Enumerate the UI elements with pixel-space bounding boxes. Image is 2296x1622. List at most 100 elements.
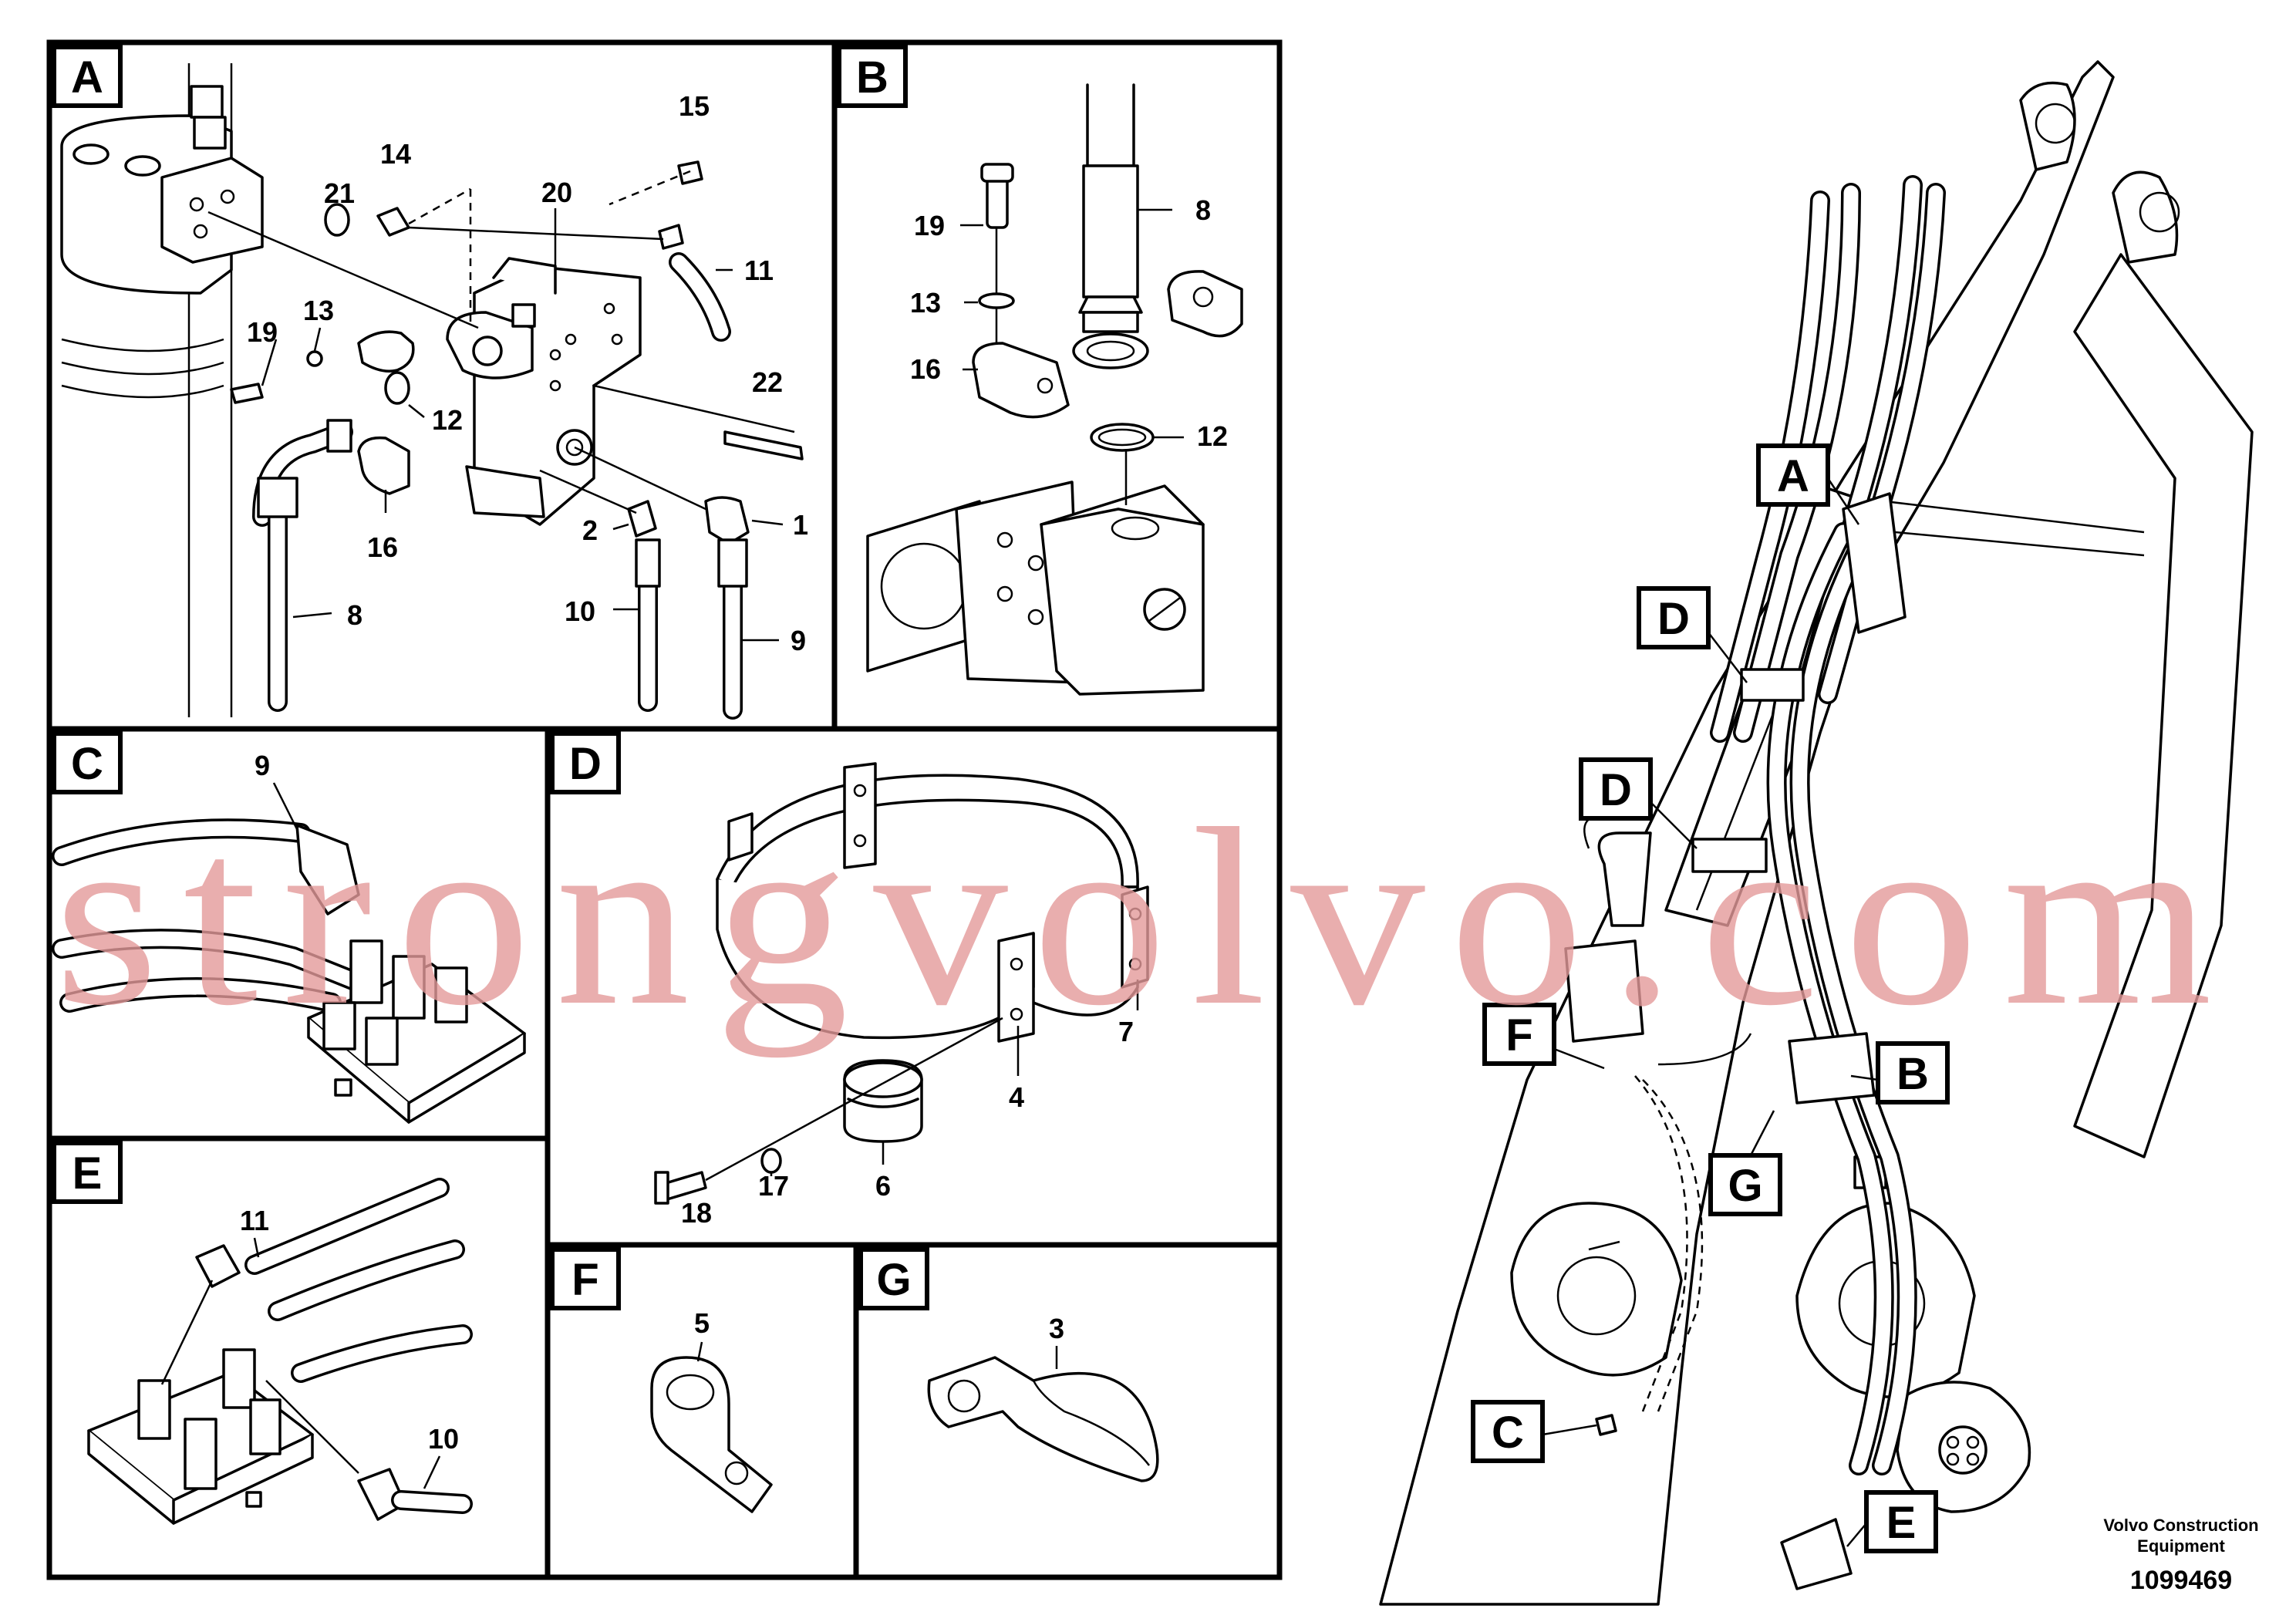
callout-b-13: 13 [910, 287, 941, 319]
panel-frames [46, 39, 1283, 1580]
callout-b-8: 8 [1195, 194, 1211, 226]
b-hose-flange-drawing [866, 83, 1243, 696]
panel-g-letter: G [876, 1255, 911, 1305]
callout-a-11: 11 [744, 255, 774, 286]
overview-tag-d1-box [1637, 586, 1711, 649]
e-leader-10b [423, 1455, 441, 1489]
callout-a-9: 9 [791, 625, 806, 656]
overview-tag-f-box [1482, 1003, 1556, 1066]
overview-tag-b-box [1876, 1041, 1950, 1104]
panel-c-letter: C [71, 739, 103, 789]
leaders-b [960, 208, 1184, 505]
callout-a-12: 12 [432, 404, 463, 436]
callout-a-8: 8 [347, 599, 362, 631]
fittings-hoses-a [230, 160, 804, 720]
panel-e-letter: E [72, 1148, 103, 1199]
panel-f-letter: F [571, 1255, 598, 1305]
overview-tag-f: F [1505, 1010, 1532, 1061]
leaders-a [207, 170, 795, 642]
e-leader-10 [265, 1380, 359, 1474]
panel-a-letter-box [52, 45, 123, 108]
overview-tags: A D D F B G C E [1471, 443, 1950, 1553]
overview-tag-d2-box [1579, 757, 1653, 821]
callout-b-19: 19 [914, 210, 945, 241]
callout-d-4: 4 [1009, 1081, 1024, 1113]
overview-tag-c-box [1471, 1400, 1545, 1463]
overview-tag-d2: D [1600, 765, 1632, 815]
c-manifold-drawing [52, 818, 526, 1124]
footer-brand-line2: Equipment [2137, 1536, 2225, 1556]
overview-leader-f [1553, 1047, 1605, 1070]
overview-tag-e: E [1886, 1498, 1917, 1548]
valve-block-drawing [446, 257, 642, 526]
callout-d-6: 6 [875, 1170, 891, 1202]
panel-c: C 9 [52, 731, 526, 1124]
overview-tag-c: C [1492, 1408, 1524, 1458]
panel-b: B [837, 45, 1243, 696]
callout-a-21: 21 [324, 177, 355, 209]
panel-d-letter: D [569, 739, 602, 789]
footer-drawing-number: 1099469 [2130, 1566, 2232, 1595]
e-manifold-drawing [87, 1178, 473, 1525]
panel-b-letter-box [837, 45, 908, 108]
panel-f-letter-box [550, 1247, 621, 1310]
panel-a: A [52, 45, 808, 720]
f-clip-drawing [650, 1356, 773, 1513]
footer-brand-line1: Volvo Construction [2103, 1516, 2258, 1535]
callout-f-5: 5 [694, 1307, 710, 1339]
callouts-d: 7 4 18 17 6 [681, 1016, 1134, 1229]
panel-e-letter-box [52, 1141, 123, 1204]
panel-b-letter: B [856, 52, 888, 103]
callout-c-9: 9 [255, 750, 270, 781]
callout-d-7: 7 [1118, 1016, 1134, 1047]
overview-tag-d1: D [1657, 594, 1690, 644]
cylinder-drawing [60, 63, 264, 717]
callout-e-10: 10 [428, 1423, 459, 1455]
callouts-a: 15 14 21 20 11 19 13 22 12 16 2 1 8 10 9 [247, 90, 808, 656]
footer: Volvo Construction Equipment 1099469 [2103, 1516, 2258, 1595]
overview-leader-b [1850, 1074, 1879, 1081]
callout-a-20: 20 [541, 177, 572, 208]
c-leader-9 [272, 782, 298, 830]
panel-d-letter-box [550, 731, 621, 794]
callout-a-10: 10 [565, 595, 595, 627]
panel-d: D [550, 731, 1149, 1229]
g-clip-drawing [927, 1356, 1159, 1482]
callout-d-18: 18 [681, 1197, 712, 1229]
panel-c-letter-box [52, 731, 123, 794]
overview-leader-c [1542, 1424, 1597, 1436]
boom-overview [1379, 60, 2254, 1606]
overview-tag-e-box [1864, 1490, 1938, 1553]
callout-a-2: 2 [582, 514, 598, 546]
d-band-clamp-drawing [654, 762, 1149, 1205]
overview-tag-g: G [1728, 1161, 1762, 1211]
e-leader-11 [253, 1237, 260, 1258]
panel-f: F 5 [550, 1247, 773, 1513]
overview-leader-e [1846, 1523, 1867, 1547]
callout-a-15: 15 [679, 90, 710, 122]
overview-leader-d2 [1650, 801, 1698, 849]
callout-a-1: 1 [793, 509, 808, 541]
overview-leader-g [1749, 1110, 1775, 1156]
callout-a-22: 22 [752, 366, 783, 398]
panel-g-letter-box [858, 1247, 929, 1310]
callout-a-19: 19 [247, 316, 278, 348]
panel-e: E 11 10 [52, 1141, 473, 1525]
overview-tag-b: B [1896, 1049, 1929, 1099]
panel-a-letter: A [71, 52, 103, 103]
e-leader-11b [160, 1280, 214, 1385]
callout-a-16: 16 [367, 531, 398, 563]
callout-b-12: 12 [1197, 420, 1228, 452]
callout-b-16: 16 [910, 353, 941, 385]
overview-leader-a [1826, 477, 1860, 525]
f-leader-5 [696, 1341, 703, 1362]
callout-a-14: 14 [380, 138, 411, 170]
callouts-b: 8 19 13 16 12 [910, 194, 1228, 452]
leaders-d [705, 980, 1139, 1182]
panel-g: G 3 [858, 1247, 1159, 1482]
overview-leader-d1 [1708, 632, 1748, 683]
overview-tag-a-box [1756, 443, 1830, 507]
overview-tag-g-box [1708, 1153, 1782, 1216]
callout-d-17: 17 [758, 1170, 789, 1202]
